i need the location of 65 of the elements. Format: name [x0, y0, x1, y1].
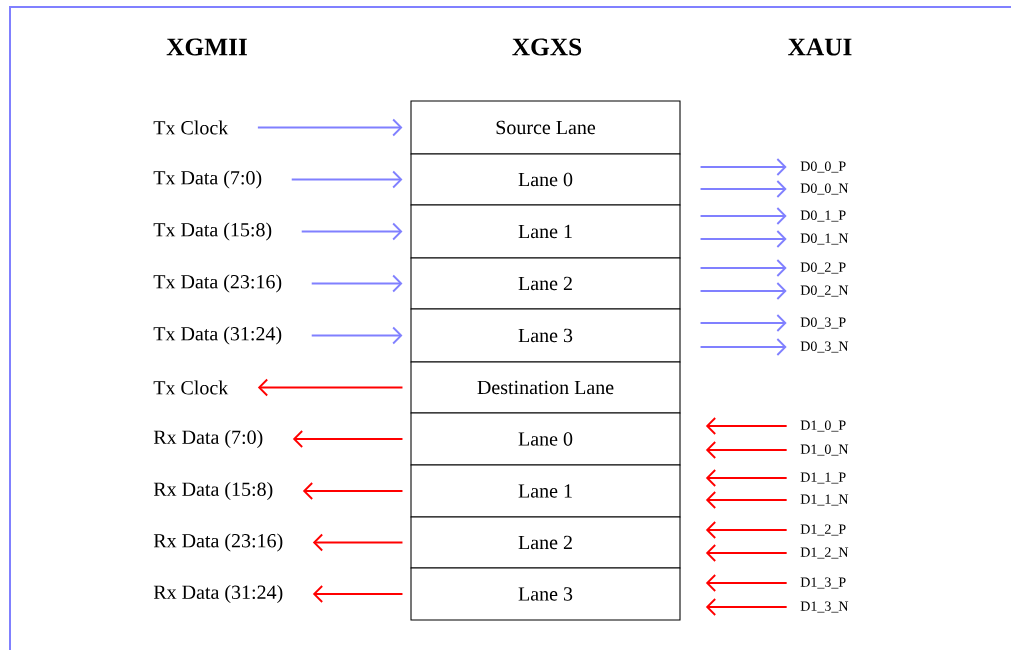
pin-label: D0_3_N	[800, 341, 849, 353]
arrow	[700, 314, 787, 332]
lane-box: Lane 2	[410, 257, 681, 310]
column-heading: XAUI	[788, 38, 852, 56]
arrow	[705, 521, 787, 539]
pin-label: D0_1_P	[800, 210, 846, 222]
pin-label: D1_0_N	[800, 444, 849, 456]
lane-box: Lane 1	[410, 464, 681, 518]
signal-label: Rx Data (15:8)	[153, 481, 273, 501]
signal-label: Tx Clock	[153, 120, 229, 135]
lane-box: Lane 1	[410, 204, 681, 259]
arrow	[700, 282, 787, 300]
arrow	[705, 574, 787, 592]
pin-label: D1_3_N	[800, 601, 849, 613]
arrow	[705, 491, 787, 509]
pin-label: D0_1_N	[800, 233, 849, 245]
pin-label: D0_2_N	[800, 285, 849, 297]
pin-label: D1_3_P	[800, 577, 846, 589]
signal-label: Tx Data (7:0)	[153, 170, 262, 189]
lane-box: Lane 3	[410, 567, 681, 621]
pin-label: D1_2_P	[800, 524, 846, 536]
pin-label: D1_1_N	[800, 494, 849, 506]
arrow	[257, 378, 403, 397]
arrow	[705, 417, 787, 435]
signal-label: Rx Data (31:24)	[153, 584, 283, 604]
arrow	[312, 533, 403, 552]
arrow	[311, 326, 403, 345]
arrow	[301, 222, 403, 241]
arrow	[292, 430, 403, 448]
arrow	[705, 441, 787, 459]
pin-label: D0_0_N	[800, 183, 849, 195]
lane-box: Lane 2	[410, 516, 681, 569]
pin-label: D0_0_P	[800, 161, 846, 173]
arrow	[700, 207, 787, 225]
pin-label: D0_2_P	[800, 262, 846, 274]
signal-label: Tx Data (31:24)	[153, 326, 282, 345]
arrow	[312, 585, 403, 603]
pin-label: D1_2_N	[800, 547, 849, 559]
lane-box: Lane 3	[410, 308, 681, 363]
arrow	[700, 180, 787, 198]
arrow	[700, 259, 787, 277]
lane-box: Destination Lane	[410, 361, 681, 414]
signal-label: Tx Data (15:8)	[153, 222, 272, 241]
arrow	[700, 230, 787, 248]
arrow	[705, 544, 787, 562]
lane-box: Lane 0	[410, 412, 681, 466]
arrow	[291, 170, 403, 189]
arrow	[705, 598, 787, 616]
signal-label: Tx Clock	[153, 380, 229, 395]
column-heading: XGXS	[512, 38, 582, 56]
arrow	[700, 158, 787, 176]
signal-label: Tx Data (23:16)	[153, 274, 282, 293]
pin-label: D0_3_P	[800, 317, 846, 329]
column-heading: XGMII	[166, 38, 247, 56]
signal-label: Rx Data (23:16)	[153, 533, 283, 552]
arrow	[302, 482, 403, 500]
arrow	[700, 338, 787, 356]
arrow	[257, 118, 403, 137]
signal-label: Rx Data (7:0)	[153, 429, 263, 449]
lane-box: Lane 0	[410, 153, 681, 206]
arrow	[705, 469, 787, 487]
arrow	[311, 274, 403, 293]
pin-label: D1_1_P	[800, 472, 846, 484]
lane-box: Source Lane	[410, 100, 681, 155]
pin-label: D1_0_P	[800, 420, 846, 432]
